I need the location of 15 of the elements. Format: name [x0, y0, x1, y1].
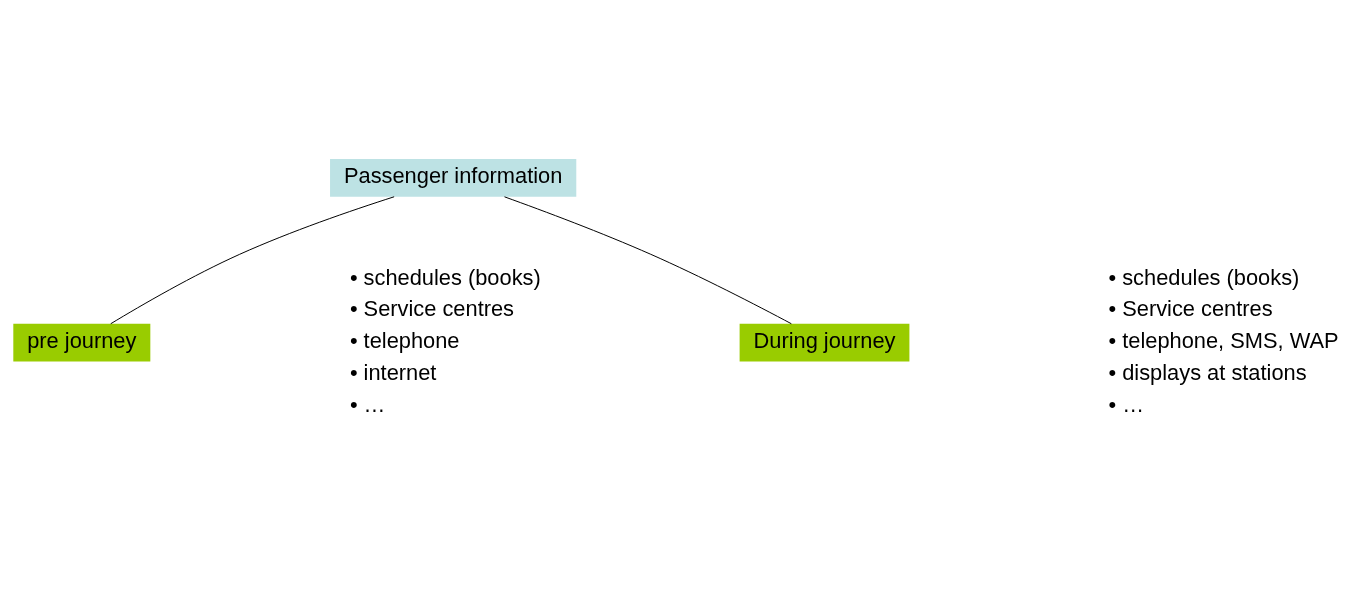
node-label: • …	[349, 391, 386, 417]
node-label: • Service centres	[1108, 295, 1273, 321]
node-label: • telephone	[349, 327, 460, 353]
node-label: • internet	[349, 359, 437, 385]
node-label: • telephone, SMS, WAP	[1108, 327, 1339, 353]
node-box: Passenger information	[330, 158, 577, 197]
node-box: pre journey	[13, 323, 151, 361]
node-label: • schedules (books)	[1108, 264, 1300, 290]
connector	[504, 195, 792, 324]
node-label: • schedules (books)	[349, 264, 541, 290]
node-label: • …	[1108, 391, 1145, 417]
node-label: • displays at stations	[1108, 359, 1307, 385]
connector	[110, 195, 395, 324]
node-box: During journey	[739, 323, 910, 361]
node-label: • Service centres	[349, 295, 515, 321]
